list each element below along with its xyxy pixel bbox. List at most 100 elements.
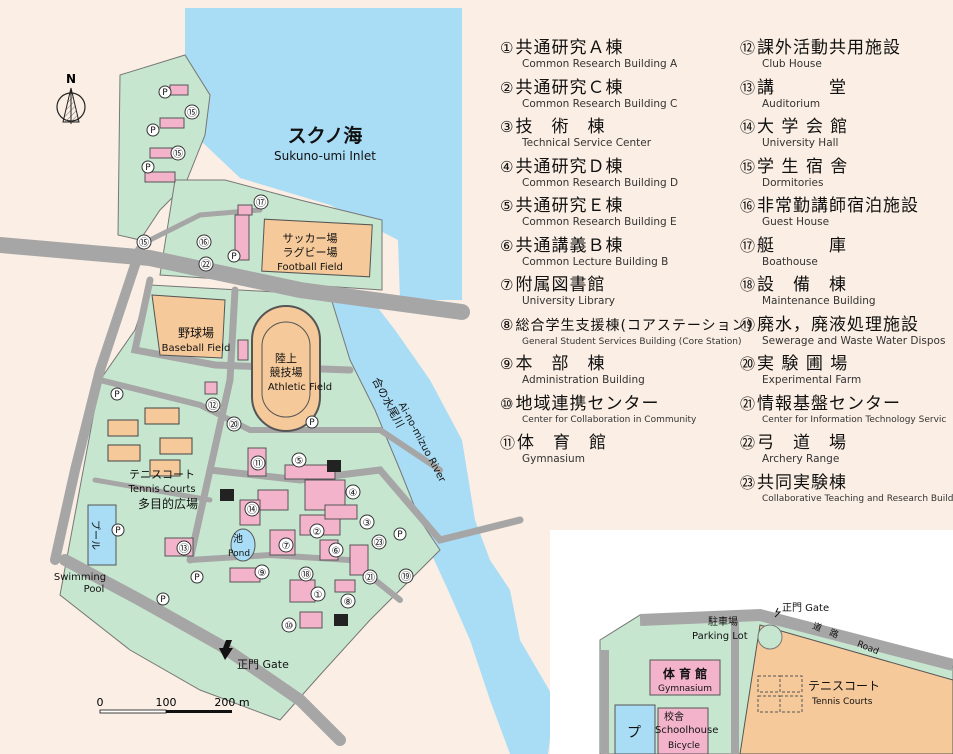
legend-number: ⑮ <box>740 157 757 176</box>
legend-jp-label: ㉒弓 道 場 <box>740 433 847 453</box>
legend-jp-label: ①共通研究Ａ棟 <box>500 38 677 58</box>
legend-en-label: Common Lecture Building B <box>522 255 669 268</box>
svg-text:P: P <box>150 126 156 136</box>
legend-jp-text: 共同実験棟 <box>757 472 848 493</box>
pond <box>230 528 256 562</box>
legend-number: ① <box>500 39 515 57</box>
inset-gym-jp: 体 育 館 <box>663 666 707 681</box>
svg-text:⑥: ⑥ <box>332 546 341 557</box>
legend-number: ⑲ <box>740 315 757 334</box>
legend-jp-text: 技 術 棟 <box>515 117 606 137</box>
athletic-label-en: Athletic Field <box>268 382 332 393</box>
legend-number: ⑳ <box>740 355 757 373</box>
legend-jp-text: 附属図書館 <box>515 275 606 295</box>
legend-number: ㉒ <box>740 434 757 452</box>
svg-text:P: P <box>114 390 120 400</box>
svg-text:P: P <box>160 595 166 605</box>
legend-jp-label: ⑦附属図書館 <box>500 275 615 295</box>
sea-name-en: Sukuno-umi Inlet <box>274 149 376 163</box>
legend-jp-label: ⑫課外活動共用施設 <box>740 38 901 58</box>
legend-jp-label: ⑮学 生 宿 舎 <box>740 157 848 177</box>
legend-en-label: Common Research Building D <box>522 176 679 189</box>
svg-text:P: P <box>397 530 403 540</box>
legend-jp-label: ⑧総合学生支援棟(コアステーション) <box>500 315 753 336</box>
football-label-jp2: ラグビー場 <box>283 245 338 259</box>
legend-jp-text: 実 験 圃 場 <box>757 354 849 374</box>
football-field <box>261 218 373 278</box>
inset-pool-jp: プ <box>627 725 641 741</box>
legend-number: ⑦ <box>500 276 515 294</box>
legend-jp-text: 本 部 棟 <box>515 354 606 374</box>
legend-number: ⑥ <box>500 236 515 255</box>
compass-label: N <box>66 72 76 86</box>
legend-jp-label: ⑯非常勤講師宿泊施設 <box>740 196 919 216</box>
svg-text:⑱: ⑱ <box>301 569 311 581</box>
svg-text:⑮: ⑮ <box>139 237 149 249</box>
legend-number: ⑫ <box>740 39 757 57</box>
legend-jp-label: ⑲廃水，廃液処理施設 <box>740 315 945 335</box>
legend-number: ③ <box>500 118 515 136</box>
svg-text:③: ③ <box>363 518 372 529</box>
legend-en-label: Center for Collaboration in Community <box>522 414 697 425</box>
legend-jp-text: 地域連携センター <box>515 393 660 414</box>
svg-text:⑨: ⑨ <box>258 568 267 579</box>
legend-item-8: ⑧総合学生支援棟(コアステーション)General Student Servic… <box>500 315 753 348</box>
parking-markers: P P P P P P P P P P <box>110 85 407 606</box>
legend-en-label: Common Research Building E <box>522 216 677 228</box>
legend-jp-label: ㉓共同実験棟 <box>740 473 953 493</box>
tennis-courts <box>107 407 193 477</box>
football-label-jp1: サッカー場 <box>283 232 338 245</box>
inset-map: 正門 Gate 道 路 Road 駐車場 Parking Lot 体 育 館 G… <box>550 530 953 754</box>
legend-jp-text: 共通研究Ｄ棟 <box>515 156 624 177</box>
legend-jp-label: ⑳実 験 圃 場 <box>740 354 861 374</box>
athletic-label-jp2: 競技場 <box>270 365 303 379</box>
legend-number: ⑯ <box>740 197 757 215</box>
legend-number: ④ <box>500 157 515 176</box>
svg-text:⑲: ⑲ <box>401 571 411 583</box>
svg-text:P: P <box>115 526 121 536</box>
legend-jp-label: ㉑情報基盤センター <box>740 394 946 414</box>
inset-parking-en: Parking Lot <box>692 631 748 642</box>
legend-jp-text: 弓 道 場 <box>757 433 848 453</box>
scale-label-100: 100 <box>156 696 177 709</box>
svg-text:⑪: ⑪ <box>253 458 263 470</box>
legend-number: ㉓ <box>740 473 757 492</box>
legend-en-label: Maintenance Building <box>762 295 876 307</box>
legend-jp-text: 設 備 棟 <box>757 275 848 295</box>
svg-text:⑩: ⑩ <box>285 621 294 632</box>
legend-jp-label: ⑪体 育 館 <box>500 433 607 453</box>
legend-jp-text: 体 育 館 <box>517 433 608 453</box>
inset-school-en: Schoolhouse <box>655 725 718 736</box>
building-number-markers: ⑮ ⑮ ⑮ ⑰ ⑯ ㉒ ⑫ ⑳ ⑪ ⑤ ④ ⑭ ③ ② ㉓ ⑦ ⑥ ⑬ ⑨ ⑱ … <box>136 104 414 633</box>
svg-text:⑯: ⑯ <box>199 237 209 249</box>
svg-text:④: ④ <box>349 488 358 499</box>
tennis-label-jp: テニスコート <box>129 468 195 481</box>
legend-en-label: Club House <box>762 58 822 70</box>
svg-text:②: ② <box>313 527 322 538</box>
svg-text:⑭: ⑭ <box>247 504 257 516</box>
legend-en-label: Center for Information Technology Servic <box>762 414 947 425</box>
legend-jp-label: ④共通研究Ｄ棟 <box>500 157 678 177</box>
sea-area <box>185 8 462 300</box>
legend-en-label: Experimental Farm <box>762 374 862 386</box>
bicycle-parking-icons <box>220 460 348 626</box>
legend-jp-label: ⑨本 部 棟 <box>500 354 645 374</box>
svg-text:P: P <box>309 418 315 428</box>
scale-label-200: 200 m <box>214 696 249 709</box>
legend-number: ② <box>500 78 515 97</box>
legend-jp-text: 共通研究Ｅ棟 <box>515 196 624 216</box>
legend-jp-label: ③技 術 棟 <box>500 117 651 137</box>
svg-text:P: P <box>162 88 168 98</box>
